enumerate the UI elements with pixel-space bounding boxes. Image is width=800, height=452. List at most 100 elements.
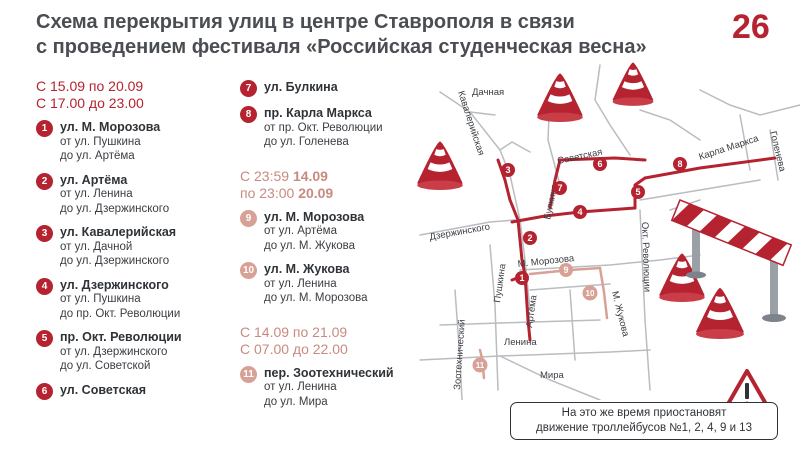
label-pushkina: Пушкина [492,262,508,303]
title-line-1: Схема перекрытия улиц в центре Ставропол… [36,11,575,33]
page-title: Схема перекрытия улиц в центре Ставропол… [36,10,716,60]
marker-2: 2 [36,172,53,190]
marker-label: 7 [557,183,562,193]
closure-street: ул. Булкина [264,80,338,94]
label-kavaleriyskaya: Кавалерийская [455,90,486,157]
map-marker-7: 7 [553,181,567,195]
map-marker-4: 4 [573,205,587,219]
marker-5: 5 [36,330,53,347]
label-golenova: Голенева [767,130,788,173]
marker-1: 1 [36,120,53,137]
title-line-2: с проведением фестиваля «Российская студ… [36,36,647,58]
marker-4: 4 [36,277,53,295]
closure-street: ул. Артёма [60,172,128,187]
closure-from: от ул. Ленина [264,381,337,393]
closure-street: пр. Окт. Революции [60,330,182,344]
closure-from: от ул. Дачной [60,240,133,253]
closure-street: ул. Советская [60,382,147,397]
map-marker-2: 2 [523,231,537,245]
notice-line-1: На это же время приостановят [561,407,727,419]
label-m-zhukova: М. Жукова [609,290,631,338]
map-marker-11: 11 [472,357,488,373]
marker-label: 9 [563,265,568,275]
closure-street: ул. М. Жукова [264,262,350,276]
label-mira: Мира [540,370,565,381]
period-3-hours: С 07.00 до 22.00 [240,340,348,357]
marker-label: 4 [577,207,582,217]
closure-to: до ул. Дзержинского [60,255,170,267]
marker-label: 8 [677,159,682,169]
street-map: Дачная Кавалерийская Советская Карла Мар… [417,62,800,400]
map-marker-1: 1 [515,271,529,285]
logo-text: 26 [732,8,770,42]
closure-item-1: 1 ул. М. Морозова от ул. Пушкина до ул. … [36,120,236,164]
road-barrier-icon [670,199,793,322]
closure-to: до ул. М. Жукова [264,239,356,252]
logo-26-icon: 26 [732,8,770,42]
label-zootekhnicheskiy: Зоотехнический [452,319,468,390]
marker-label: 10 [586,289,595,298]
closure-to: до ул. Голенева [264,136,349,148]
period-2-end-date: 20.09 [298,184,334,201]
closure-street: ул. М. Морозова [60,120,161,134]
marker-3: 3 [36,225,53,242]
period-2-end: по 23:00 20.09 [240,185,410,202]
marker-label: 6 [597,159,602,169]
period-1-hours: С 17.00 до 23.00 [36,95,144,111]
closure-to: до ул. Дзержинского [60,202,170,215]
closure-street: пр. Карла Маркса [264,106,372,120]
period-1: С 15.09 по 20.09 С 17.00 до 23.00 [36,78,236,112]
period-1-dates: С 15.09 по 20.09 [36,78,144,94]
closure-item-4: 4 ул. Дзержинского от ул. Пушкина до пр.… [36,277,236,322]
map-marker-9: 9 [559,263,573,277]
label-dzerzhinskogo: Дзержинского [429,221,491,242]
period-3: С 14.09 по 21.09 С 07.00 до 22.00 [240,324,410,358]
label-karla-marksa: Карла Маркса [698,133,761,163]
period-3-dates: С 14.09 по 21.09 [240,323,348,340]
closure-item-8: 8 пр. Карла Маркса от пр. Окт. Революции… [240,106,410,150]
closure-to: до ул. Советской [60,360,151,372]
notice-line-2: движение троллейбусов №1, 2, 4, 9 и 13 [536,422,752,434]
traffic-cone-icon [612,62,654,106]
map-marker-5: 5 [631,185,645,199]
closure-street: ул. Дзержинского [60,277,169,292]
closure-to: до пр. Окт. Революции [60,307,181,320]
map-marker-3: 3 [501,163,515,177]
period-2-start-time: С 23:59 [240,167,293,184]
closure-to: до ул. Мира [264,395,328,408]
closure-item-3: 3 ул. Кавалерийская от ул. Дачной до ул.… [36,225,236,269]
label-lenina: Ленина [504,337,537,348]
map-markers: 1 2 3 4 5 6 7 8 9 10 11 [472,157,687,373]
label-okt-revolyutsii: Окт. Революции [639,222,652,293]
period-2-end-time: по 23:00 [240,184,299,201]
label-dachnaya: Дачная [472,87,504,98]
label-artema: Артёма [524,294,540,329]
traffic-cone-icon [417,141,463,190]
legend-column-2: 7 ул. Булкина 8 пр. Карла Маркса от пр. … [240,80,410,418]
closure-item-10: 10 ул. М. Жукова от ул. Ленина до ул. М.… [240,262,410,306]
marker-label: 11 [476,361,485,370]
closure-from: от ул. Ленина [264,277,337,290]
map-marker-10: 10 [582,285,598,301]
closure-from: от ул. Ленина [60,188,133,200]
marker-label: 5 [635,187,640,197]
closure-from: от ул. Дзержинского [60,345,168,358]
closure-item-9: 9 ул. М. Морозова от ул. Артёма до ул. М… [240,209,410,254]
closure-item-2: 2 ул. Артёма от ул. Ленина до ул. Дзержи… [36,172,236,217]
closure-item-11: 11 пер. Зоотехнический от ул. Ленина до … [240,365,410,410]
marker-label: 2 [527,233,532,243]
traffic-cone-icon [537,73,583,122]
closure-street: ул. М. Морозова [264,209,365,224]
period-2-start-date: 14.09 [292,167,328,184]
trolleybus-notice: На это же время приостановят движение тр… [510,402,778,440]
marker-10: 10 [240,262,257,279]
closure-item-6: 6 ул. Советская [36,382,236,400]
legend-column-1: С 15.09 по 20.09 С 17.00 до 23.00 1 ул. … [36,78,236,409]
marker-8: 8 [240,106,257,123]
closure-item-5: 5 пр. Окт. Революции от ул. Дзержинского… [36,330,236,374]
closure-from: от ул. Пушкина [60,293,141,305]
marker-7: 7 [240,80,257,97]
marker-6: 6 [36,382,53,400]
period-2: С 23:59 14.09 по 23:00 20.09 [240,168,410,202]
marker-label: 3 [505,165,510,175]
